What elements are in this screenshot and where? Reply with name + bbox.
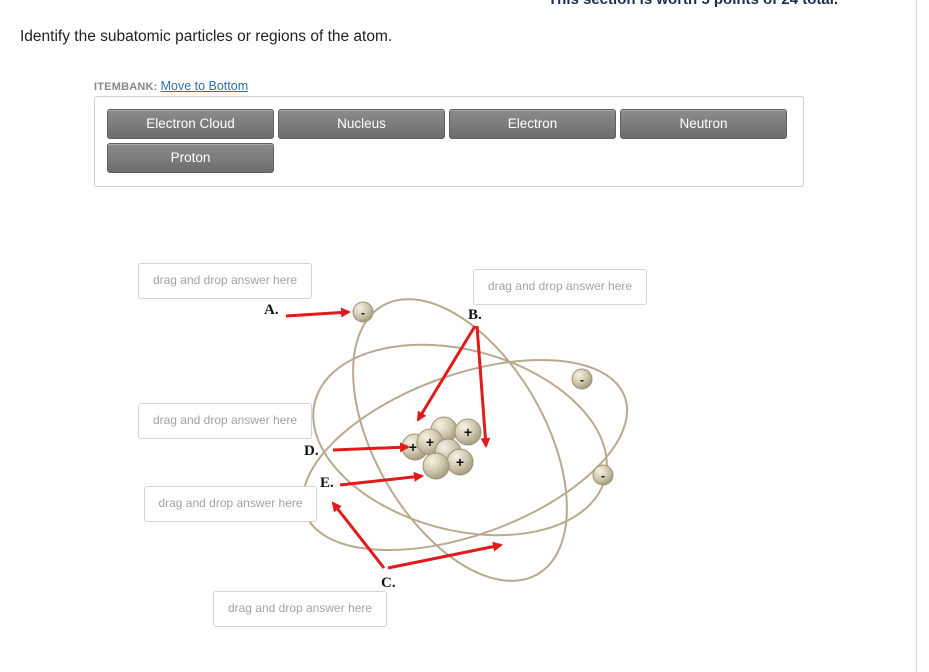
arrow-c-2 [387, 541, 503, 570]
itembank-header: ITEMBANK: Move to Bottom [94, 79, 248, 93]
arrow-a [285, 307, 351, 318]
dropzone-e[interactable]: drag and drop answer here [144, 486, 317, 522]
dropzone-b[interactable]: drag and drop answer here [473, 269, 647, 305]
label-c: C. [381, 575, 396, 591]
proton-sign: + [426, 434, 434, 450]
pointer-arrows [285, 307, 503, 570]
electron-sign: - [361, 306, 365, 320]
label-d: D. [304, 443, 319, 459]
electron [352, 301, 374, 323]
electrons: - - - [352, 301, 614, 486]
proton-sign: + [464, 424, 472, 440]
proton-sign: + [456, 454, 464, 470]
electron [592, 464, 614, 486]
page-divider [916, 0, 917, 672]
arrow-e [339, 471, 424, 487]
proton [454, 418, 482, 446]
chip-electron[interactable]: Electron [449, 109, 616, 139]
chip-neutron[interactable]: Neutron [620, 109, 787, 139]
electron-sign: - [580, 373, 584, 387]
chip-nucleus[interactable]: Nucleus [278, 109, 445, 139]
electron-sign: - [601, 469, 605, 483]
neutron [422, 452, 450, 480]
arrow-b-1 [416, 325, 477, 422]
label-b: B. [468, 307, 482, 323]
move-to-bottom-link[interactable]: Move to Bottom [160, 79, 249, 93]
electron [571, 368, 593, 390]
arrow-d [332, 442, 410, 453]
dropzone-a[interactable]: drag and drop answer here [138, 263, 312, 299]
itembank-container: Electron Cloud Nucleus Electron Neutron … [94, 96, 804, 187]
arrow-c-1 [331, 501, 386, 569]
chip-proton[interactable]: Proton [107, 143, 274, 173]
chip-electron-cloud[interactable]: Electron Cloud [107, 109, 274, 139]
proton-sign: + [409, 439, 417, 455]
points-header: This section is worth 5 points of 24 tot… [548, 0, 838, 8]
itembank-label: ITEMBANK: [94, 81, 158, 93]
orbit-3 [352, 298, 568, 582]
dropzone-d[interactable]: drag and drop answer here [138, 403, 312, 439]
question-prompt: Identify the subatomic particles or regi… [20, 28, 393, 45]
arrow-b-2 [475, 325, 491, 448]
label-e: E. [320, 475, 334, 491]
nucleus: + + + + [401, 416, 482, 480]
dropzone-c[interactable]: drag and drop answer here [213, 591, 387, 627]
label-a: A. [264, 302, 279, 318]
